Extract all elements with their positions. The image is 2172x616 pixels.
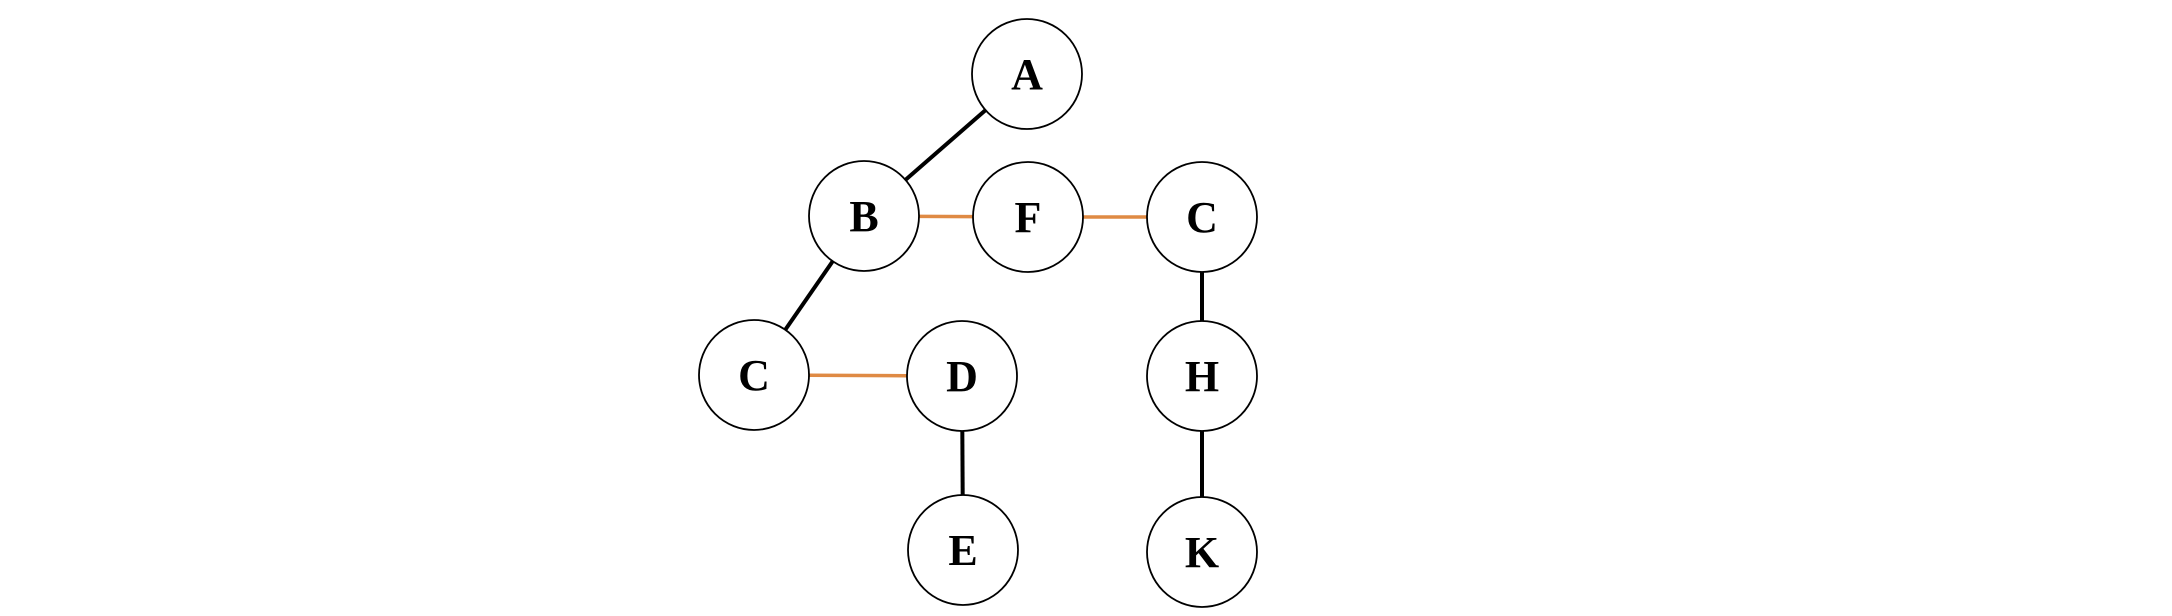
edge-a-b [904, 108, 987, 182]
node-circle-d [906, 320, 1018, 432]
node-label-c-left: C [738, 351, 770, 400]
node-label-b: B [849, 192, 878, 241]
node-d: D [906, 320, 1018, 432]
node-f: F [972, 161, 1084, 273]
node-c-right: C [1146, 161, 1258, 273]
node-circle-c-left [698, 319, 810, 431]
node-h: H [1146, 320, 1258, 432]
node-label-c-right: C [1186, 193, 1218, 242]
node-label-h: H [1185, 352, 1219, 401]
node-circle-a [971, 18, 1083, 130]
node-label-a: A [1011, 50, 1043, 99]
node-circle-h [1146, 320, 1258, 432]
node-circle-k [1146, 496, 1258, 608]
node-b: B [808, 160, 920, 272]
edge-b-c-left [783, 260, 835, 331]
node-label-f: F [1015, 193, 1042, 242]
node-circle-c-right [1146, 161, 1258, 273]
node-e: E [907, 494, 1019, 606]
node-k: K [1146, 496, 1258, 608]
node-circle-b [808, 160, 920, 272]
node-circle-f [972, 161, 1084, 273]
node-label-e: E [948, 526, 977, 575]
node-label-k: K [1185, 528, 1219, 577]
node-circle-e [907, 494, 1019, 606]
node-label-d: D [946, 352, 978, 401]
node-c-left: C [698, 319, 810, 431]
node-a: A [971, 18, 1083, 130]
